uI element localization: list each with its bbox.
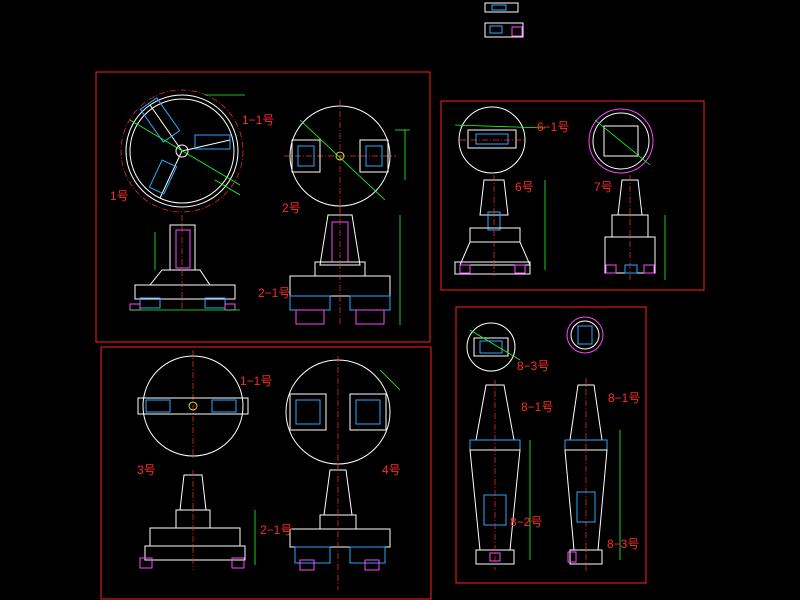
panel-top-right: 6−1号 6号 7号 — [440, 100, 705, 291]
tool-holder-side-view-6 — [454, 175, 546, 276]
chuck-top-view-6 — [454, 106, 546, 174]
label-part-1-1: 1−1号 — [240, 374, 272, 388]
chuck-top-view-2 — [284, 100, 410, 212]
tool-holder-side-view-1 — [129, 215, 240, 311]
chuck-top-view-1 — [120, 89, 245, 213]
chuck-top-view-4 — [285, 356, 401, 468]
chuck-top-view-7 — [588, 108, 654, 174]
tool-holder-side-view-8a — [469, 380, 531, 570]
label-part-8-1-b: 8−1号 — [608, 391, 640, 405]
tool-holder-side-view-4 — [289, 465, 391, 590]
thumbnail-parts — [484, 2, 524, 38]
panel-bottom-left: 1−1号 3号 4号 2−1号 — [100, 346, 432, 600]
label-part-6: 6号 — [515, 180, 534, 194]
label-part-8-3: 8−3号 — [607, 537, 639, 551]
label-part-1: 1号 — [110, 189, 129, 203]
label-part-2-1: 2−1号 — [258, 286, 290, 300]
label-part-8-1-a: 8−1号 — [521, 400, 553, 414]
panel-bottom-right: 8−3号 8−1号 8−1号 8−2号 8−3号 — [455, 306, 647, 584]
label-part-2-1: 2−1号 — [260, 523, 292, 537]
label-part-2: 2号 — [282, 201, 301, 215]
label-part-8-3-top: 8−3号 — [517, 359, 549, 373]
chuck-top-view-8a — [466, 322, 521, 372]
tool-holder-side-view-8b — [564, 378, 621, 572]
label-part-6-1: 6−1号 — [537, 120, 569, 134]
label-part-3: 3号 — [137, 463, 156, 477]
chuck-top-view-3 — [137, 350, 249, 460]
chuck-top-view-8b — [566, 316, 604, 354]
panel-frame — [100, 346, 432, 600]
panel-frame — [455, 306, 647, 584]
panel-frame — [95, 71, 431, 343]
panel-frame — [440, 100, 705, 291]
panel-top-left: 1−1号 1号 2号 2−1号 — [95, 71, 431, 343]
label-part-7: 7号 — [594, 180, 613, 194]
tool-holder-side-view-3 — [139, 470, 256, 570]
label-part-8-2: 8−2号 — [510, 515, 542, 529]
tool-holder-side-view-2 — [289, 208, 401, 326]
tool-holder-side-view-7 — [604, 175, 666, 280]
label-part-4: 4号 — [382, 463, 401, 477]
label-part-1-1: 1−1号 — [242, 113, 274, 127]
